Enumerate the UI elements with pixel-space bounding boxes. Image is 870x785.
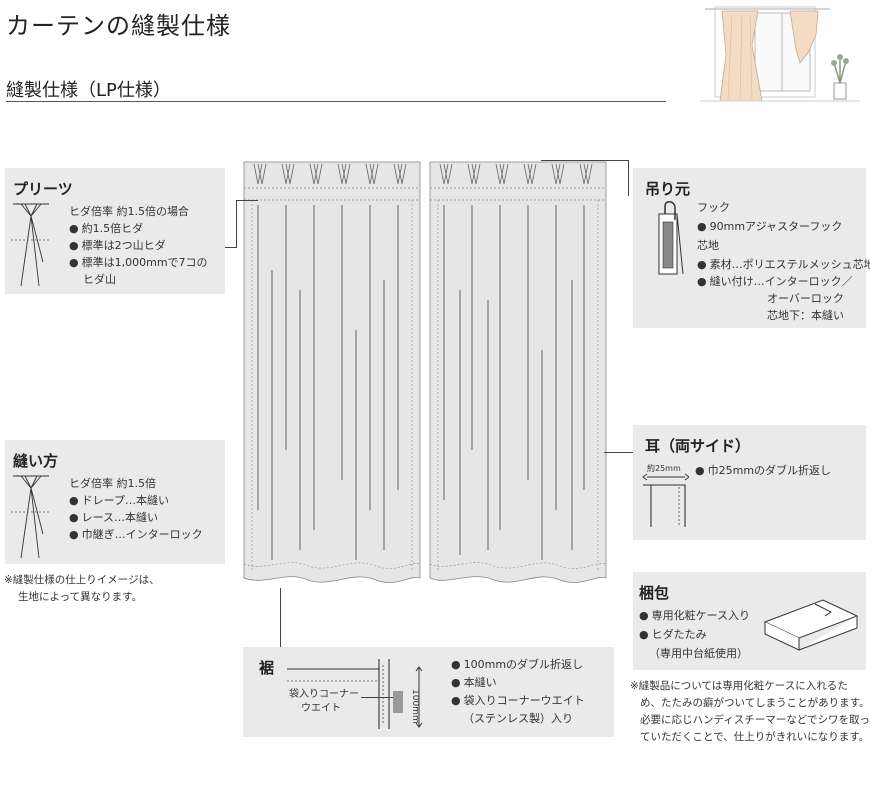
hem-item-3: 袋入りコーナーウエイト [451,695,585,706]
ear-connector [604,452,634,453]
weight-label-1: 袋入りコーナー [289,689,359,700]
core-item-3: オーバーロック [767,292,844,305]
finish-note-line-1: ※縫製仕様の仕上りイメージは、 [4,574,160,586]
packing-item-1: 専用化粧ケース入り [639,610,750,621]
case-box-icon [763,599,859,651]
core-item-4: 芯地下：本縫い [767,309,844,322]
hem-item-1: 100mmのダブル折返し [451,659,583,670]
sewing-panel: 縫い方 ヒダ倍率 約1.5倍 ドレープ…本縫い レース…本縫い 巾継ぎ…インター… [5,440,225,564]
sewing-line-1: ヒダ倍率 約1.5倍 [69,477,156,490]
packing-panel: 梱包 専用化粧ケース入り ヒダたたみ （専用中台紙使用） [633,572,866,670]
curtain-diagram [243,161,607,583]
sewing-line-2: ドレープ…本縫い [69,495,169,506]
hook-heading: フック [697,201,730,214]
pleats-panel: プリーツ ヒダ倍率 約1.5倍の場合 約1.5倍ヒダ 標準は2つ山ヒダ 標準は1… [5,168,225,294]
room-curtain-illustration [700,6,860,102]
hanging-panel: 吊り元 フック 90mmアジャスターフック 芯地 素材…ポリエステルメッシュ芯地… [633,168,870,328]
pleat-shape-icon [11,203,51,287]
ear-panel: 耳（両サイド） 約25mm 巾25mmのダブル折返し [633,425,866,540]
hem-panel: 裾 袋入りコーナー ウエイト 100mm 100mmのダブル折返し 本縫い 袋入… [243,647,614,737]
packing-title: 梱包 [639,584,670,602]
pleats-line-4: 標準は1,000mmで7コの [69,257,208,268]
pleats-line-5: ヒダ山 [83,273,116,286]
hanging-connector-v [628,160,629,196]
core-item-2: 縫い付け…インターロック／ [697,276,853,287]
page-subtitle: 縫製仕様（LP仕様） [6,80,171,101]
weight-leader-line [361,697,393,698]
packing-note-line-1: ※縫製品については専用化粧ケースに入れるた [630,680,848,692]
hem-item-2: 本縫い [451,677,497,688]
sewing-title: 縫い方 [13,452,59,470]
finish-note: ※縫製仕様の仕上りイメージは、 生地によって異なります。 [4,572,160,606]
ear-title: 耳（両サイド） [645,437,751,455]
packing-sub: （専用中台紙使用） [649,647,748,660]
sewing-line-4: 巾継ぎ…インターロック [69,529,203,540]
sewing-shape-icon [11,475,51,559]
hanging-connector [541,160,629,161]
core-heading: 芯地 [697,239,719,252]
finish-note-line-2: 生地によって異なります。 [18,591,143,603]
hem-fold-diagram [287,659,423,729]
hem-title: 裾 [259,659,275,677]
ear-fold-icon [642,473,689,527]
packing-note-line-4: ていただくことで、仕上りがきれいになります。 [640,731,870,743]
title-divider [6,101,666,102]
hem-sub: （ステンレス製）入り [463,712,573,725]
packing-note: ※縫製品については専用化粧ケースに入れるた め、たたみの癖がついてしまうことがあ… [630,678,870,746]
ear-item: 巾25mmのダブル折返し [695,465,831,476]
packing-note-line-2: め、たたみの癖がついてしまうことがあります。 [640,697,870,709]
hook-item: 90mmアジャスターフック [697,221,843,232]
sewing-line-3: レース…本縫い [69,512,158,523]
pleats-line-1: ヒダ倍率 約1.5倍の場合 [69,205,189,218]
hook-icon [658,201,684,275]
packing-note-line-3: 必要に応じハンディスチーマーなどでシワを取っ [640,714,870,726]
pleats-connector [224,247,236,248]
pleats-connector-v [236,200,237,248]
pleats-connector-h [236,200,258,201]
hanging-title: 吊り元 [645,180,691,198]
hem-connector [280,588,281,648]
pleats-line-2: 約1.5倍ヒダ [69,223,144,234]
ear-dimension: 約25mm [647,464,681,473]
pleats-line-3: 標準は2つ山ヒダ [69,240,166,251]
weight-label-2: ウエイト [301,703,341,714]
packing-item-2: ヒダたたみ [639,629,707,640]
page-title: カーテンの縫製仕様 [6,12,231,40]
pleats-title: プリーツ [13,180,73,198]
hem-dimension: 100mm [410,689,420,724]
core-item-1: 素材…ポリエステルメッシュ芯地 [697,259,870,270]
